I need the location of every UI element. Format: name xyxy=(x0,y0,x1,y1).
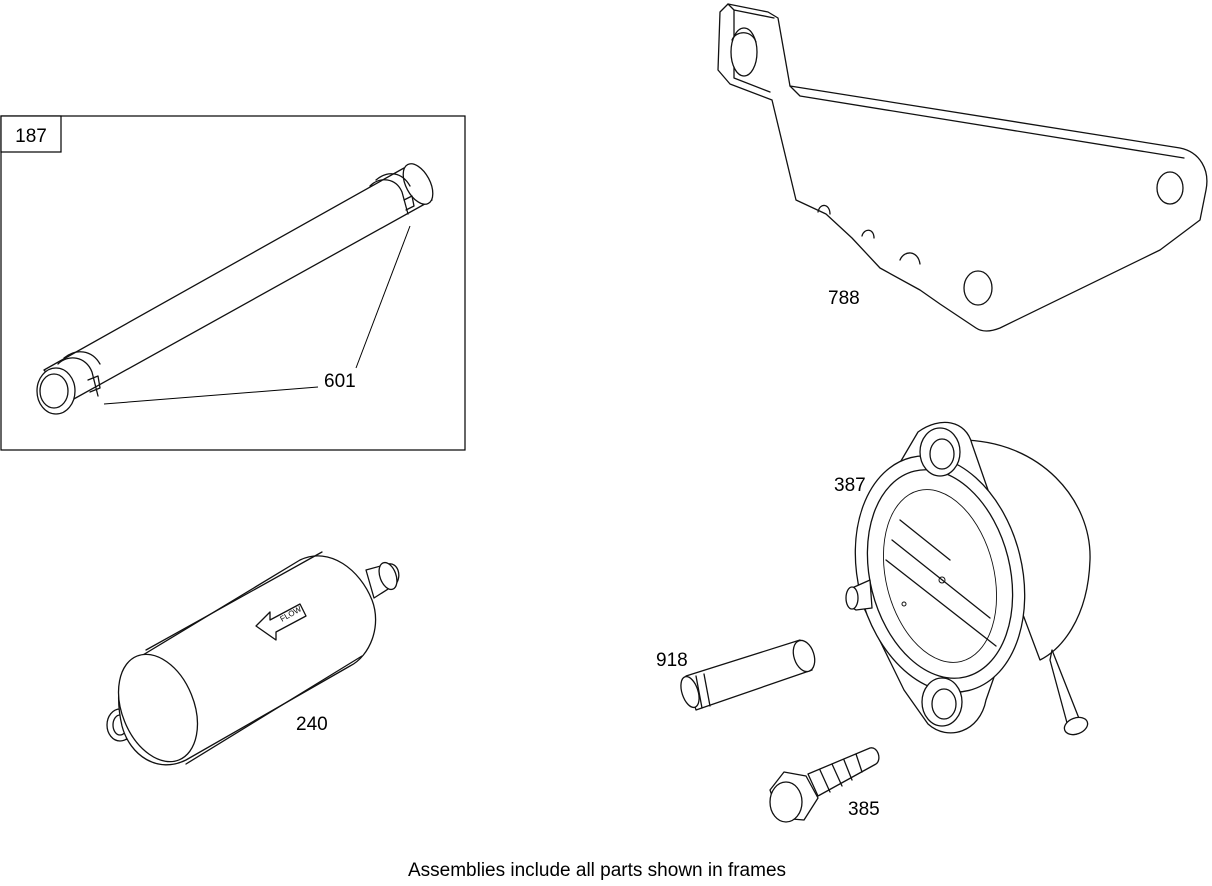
fuel-pump xyxy=(845,421,1091,736)
tube-part-number: 918 xyxy=(656,650,688,671)
bracket-part-number: 788 xyxy=(828,288,860,309)
clip-leaders xyxy=(103,225,411,405)
fuel-filter: FLOW xyxy=(106,551,400,766)
pump-part-number: 387 xyxy=(834,475,866,496)
elbow-fitting xyxy=(769,747,880,823)
clip-part-number: 601 xyxy=(324,371,356,392)
filter-part-number: 240 xyxy=(296,714,328,735)
fitting-tube xyxy=(680,639,816,711)
caption: Assemblies include all parts shown in fr… xyxy=(408,860,786,881)
assembly-label: 187 xyxy=(15,126,47,147)
fuel-hose xyxy=(36,163,434,415)
elbow-part-number: 385 xyxy=(848,799,880,820)
assembly-frame: 187 xyxy=(0,115,466,451)
mounting-bracket xyxy=(717,3,1208,332)
